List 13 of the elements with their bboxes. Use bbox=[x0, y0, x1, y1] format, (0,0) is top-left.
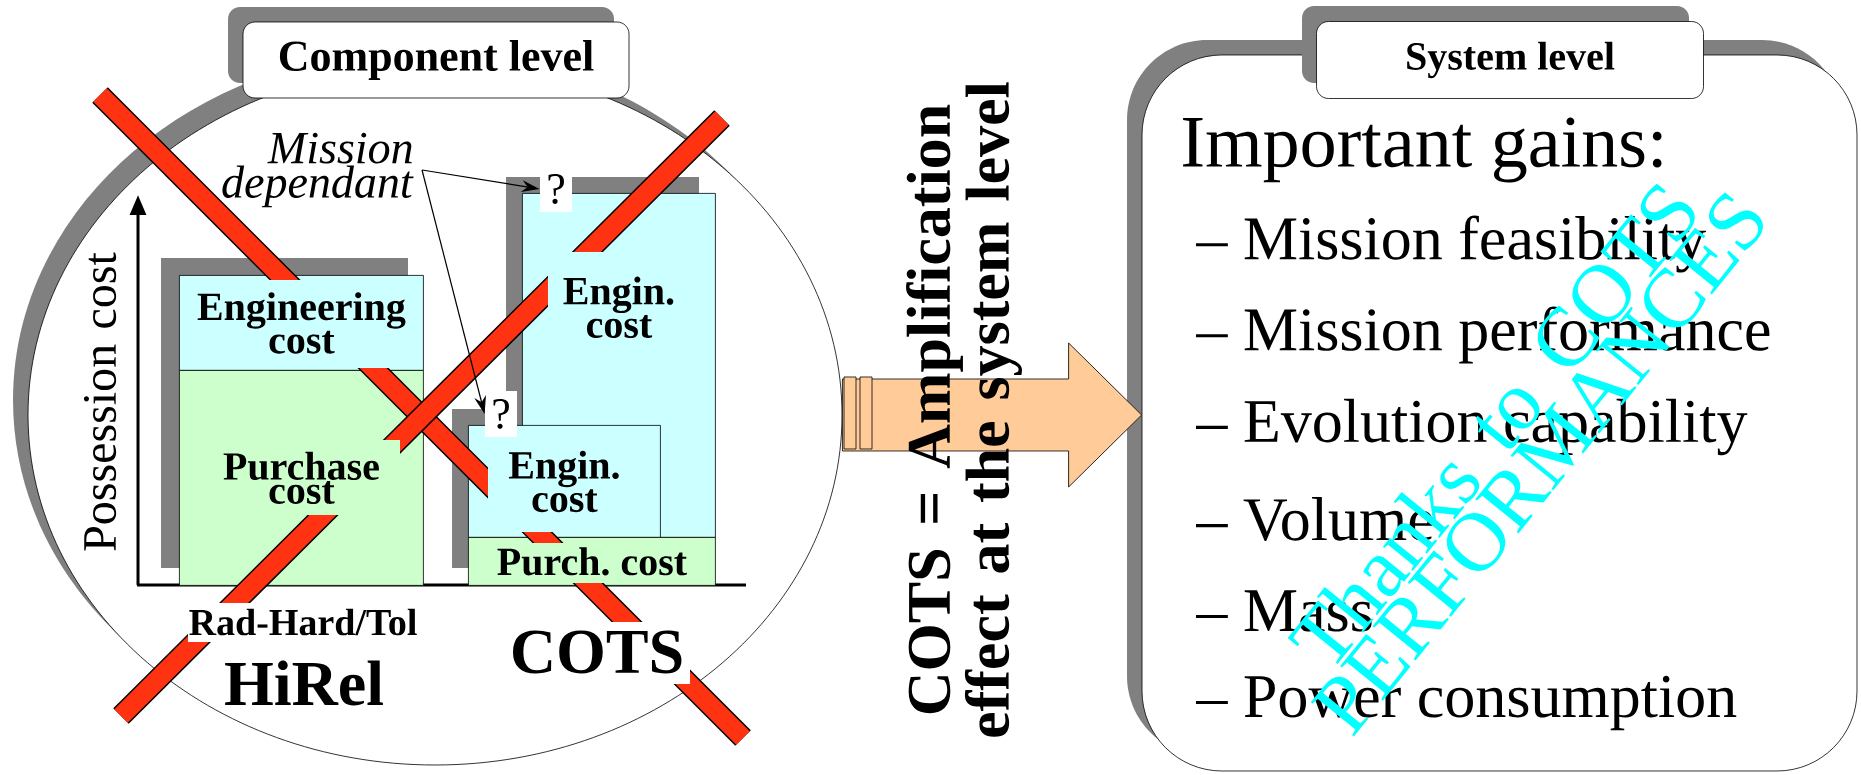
annotation-text: Mission dependant bbox=[222, 132, 414, 208]
cost-bar: Purch. cost bbox=[468, 537, 716, 586]
block-arrow bbox=[842, 342, 1142, 488]
category-label: COTS bbox=[513, 630, 682, 674]
cost-bar: Purchase cost bbox=[179, 370, 424, 586]
axis-label: Possession cost bbox=[83, 252, 117, 551]
node-label: Component level bbox=[279, 40, 594, 80]
category-label: Rad-Hard/Tol bbox=[189, 608, 417, 636]
question-mark-box: ? bbox=[485, 391, 517, 437]
category-label: HiRel bbox=[225, 660, 383, 706]
cost-bar: Engineering cost bbox=[179, 275, 424, 371]
question-mark-box: ? bbox=[540, 166, 572, 212]
arrow-caption: COTS = Amplification effect at the system level bbox=[906, 82, 1022, 737]
